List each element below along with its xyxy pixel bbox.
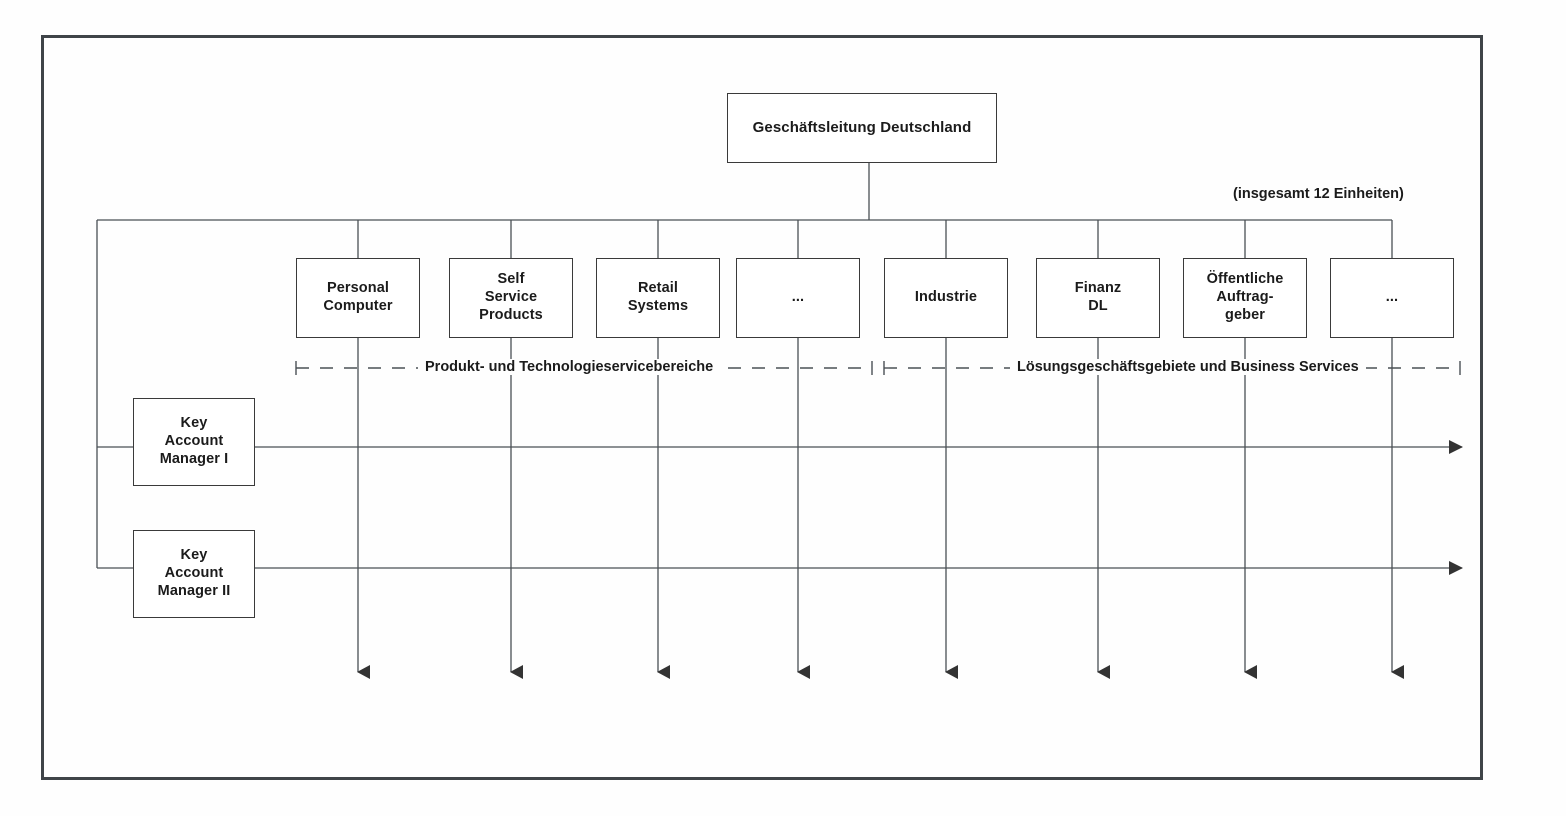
band-label-loesungs-business: Lösungsgeschäftsgebiete und Business Ser… xyxy=(1010,359,1366,375)
node-label: Finanz DL xyxy=(1074,280,1122,314)
outer-frame xyxy=(41,35,1483,780)
node-label: Öffentliche Auftrag- geber xyxy=(1206,271,1284,323)
node-ellipsis-right[interactable]: ... xyxy=(1330,258,1454,338)
node-label: Key Account Manager I xyxy=(159,415,229,467)
units-count-note: (insgesamt 12 Einheiten) xyxy=(1233,186,1404,202)
node-label: ... xyxy=(1385,289,1399,306)
node-label: Self Service Products xyxy=(479,271,543,323)
node-retail-systems[interactable]: Retail Systems xyxy=(596,258,720,338)
node-finanz-dl[interactable]: Finanz DL xyxy=(1036,258,1160,338)
node-oeffentliche-auftraggeber[interactable]: Öffentliche Auftrag- geber xyxy=(1183,258,1307,338)
node-label: Key Account Manager II xyxy=(157,547,231,599)
node-ellipsis-left[interactable]: ... xyxy=(736,258,860,338)
unit-connectors xyxy=(357,220,1404,679)
node-label: Personal Computer xyxy=(323,280,393,314)
node-industrie[interactable]: Industrie xyxy=(884,258,1008,338)
node-self-service-products[interactable]: Self Service Products xyxy=(449,258,573,338)
node-key-account-manager-2[interactable]: Key Account Manager II xyxy=(133,530,255,618)
band-label-produkt-technologie: Produkt- und Technologieservicebereiche xyxy=(418,359,721,375)
node-label: Geschäftsleitung Deutschland xyxy=(752,118,972,136)
node-label: ... xyxy=(791,289,805,306)
node-geschaeftsleitung[interactable]: Geschäftsleitung Deutschland xyxy=(727,93,997,163)
node-label: Industrie xyxy=(914,289,978,306)
node-key-account-manager-1[interactable]: Key Account Manager I xyxy=(133,398,255,486)
node-label: Retail Systems xyxy=(627,280,689,314)
node-personal-computer[interactable]: Personal Computer xyxy=(296,258,420,338)
